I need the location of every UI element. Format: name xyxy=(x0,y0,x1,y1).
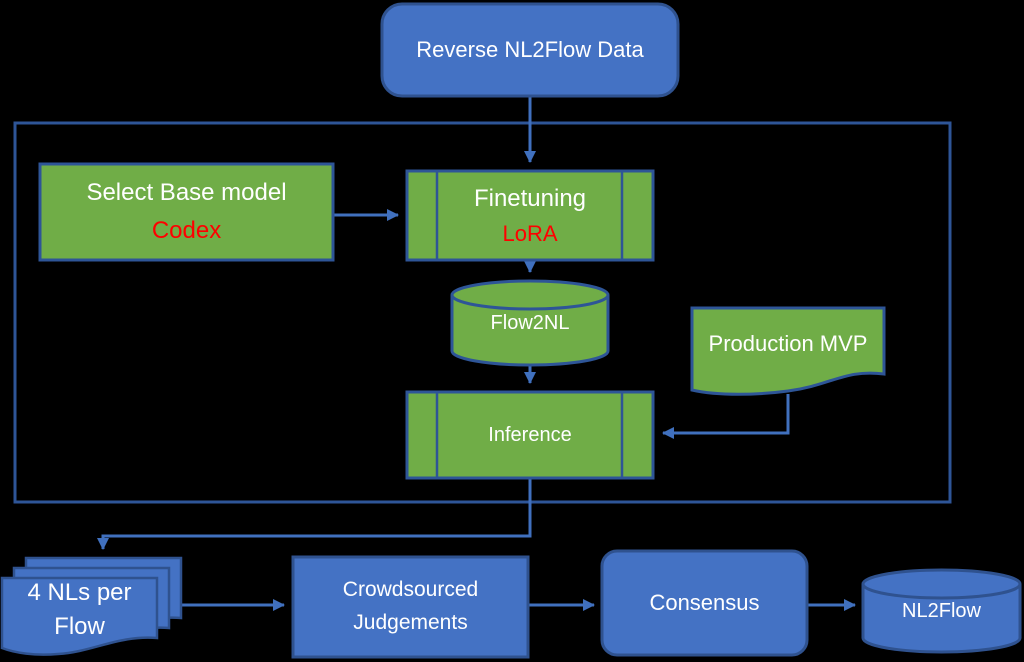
node-production-mvp xyxy=(690,306,886,396)
select-base-label: Select Base model Codex xyxy=(40,164,333,260)
node-inference xyxy=(405,390,655,480)
node-reverse-data xyxy=(380,2,680,98)
node-consensus xyxy=(600,549,809,657)
pipeline-container-box xyxy=(13,121,952,504)
sublabel-text: LoRA xyxy=(502,221,558,246)
label-line1: 4 NLs per xyxy=(27,579,132,607)
label-text: Consensus xyxy=(649,589,760,615)
node-finetuning xyxy=(405,169,655,262)
connector-group xyxy=(97,96,856,611)
label-text: Finetuning xyxy=(473,185,587,212)
edge-inference-to-nls xyxy=(97,479,532,550)
edge-production-to-inference xyxy=(662,394,790,439)
label-text: Select Base model xyxy=(86,178,287,206)
nl2flow-label: NL2Flow xyxy=(863,577,1020,645)
nls-per-flow-label: 4 NLs per Flow xyxy=(2,578,157,642)
sublabel-text: Codex xyxy=(151,217,222,244)
node-nls-per-flow xyxy=(0,556,183,656)
label-text: Reverse NL2Flow Data xyxy=(416,36,644,62)
label-line1: Crowdsourced xyxy=(342,578,479,602)
inference-label: Inference xyxy=(407,392,653,478)
consensus-label: Consensus xyxy=(602,551,807,655)
finetuning-label: Finetuning LoRA xyxy=(407,171,653,260)
production-mvp-label: Production MVP xyxy=(692,308,884,380)
node-nl2flow xyxy=(861,568,1022,654)
reverse-data-label: Reverse NL2Flow Data xyxy=(382,4,678,96)
document-front xyxy=(0,576,159,656)
label-text: Flow2NL xyxy=(490,311,570,334)
node-select-base xyxy=(38,162,335,262)
label-line2: Flow xyxy=(54,613,105,640)
node-flow2nl xyxy=(450,279,610,367)
label-text: NL2Flow xyxy=(902,599,981,622)
flow2nl-label: Flow2NL xyxy=(452,289,608,357)
crowdsourced-label: Crowdsourced Judgements xyxy=(293,557,528,657)
node-crowdsourced xyxy=(291,555,530,659)
label-text: Inference xyxy=(488,423,572,446)
label-line2: Judgements xyxy=(353,611,468,634)
label-text: Production MVP xyxy=(708,330,868,356)
